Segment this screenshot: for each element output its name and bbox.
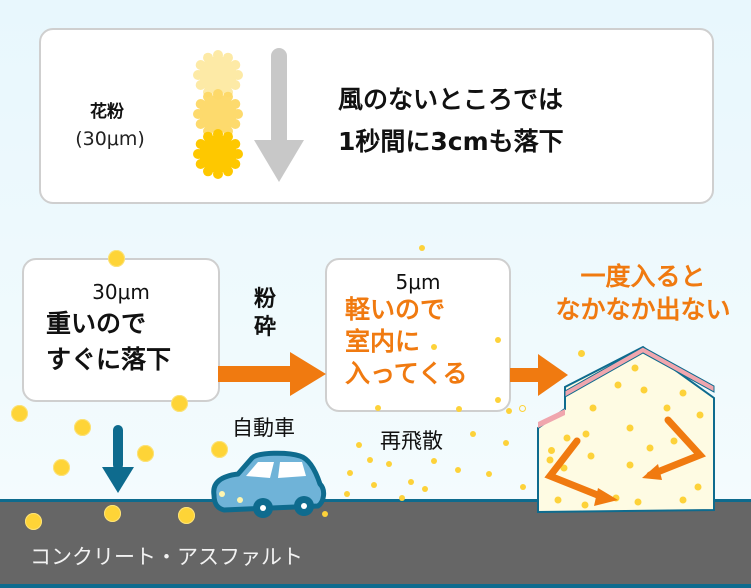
pollen-dot xyxy=(419,245,425,251)
pollen-dot xyxy=(178,507,195,524)
crush-label: 粉 砕 xyxy=(254,286,284,342)
pollen-dot xyxy=(455,467,461,473)
pollen-dot xyxy=(495,337,501,343)
pollen-dot xyxy=(456,406,462,412)
pollen-dot xyxy=(104,505,121,522)
house-message: 一度入ると なかなか出ない xyxy=(528,260,751,326)
pollen-dot xyxy=(408,479,414,485)
pollen-dot xyxy=(367,457,373,463)
pollen-dot xyxy=(486,471,492,477)
heavy-pollen-card: 30μm 重いので すぐに落下 xyxy=(22,258,220,402)
car-icon xyxy=(211,450,327,518)
house-message-line-2: なかなか出ない xyxy=(555,295,731,324)
pollen-dot xyxy=(578,350,585,357)
light-line-3: 入ってくる xyxy=(345,359,468,388)
light-line-2: 室内に xyxy=(345,327,421,356)
pollen-dot xyxy=(211,441,228,458)
heavy-line-2: すぐに落下 xyxy=(46,345,172,374)
car-label: 自動車 xyxy=(232,416,295,440)
pollen-dot xyxy=(431,458,437,464)
house-message-line-1: 一度入ると xyxy=(580,262,706,291)
pollen-dot xyxy=(495,397,501,403)
house-icon xyxy=(537,345,715,514)
message-line-1: 風のないところでは xyxy=(338,85,564,114)
pollen-dot xyxy=(399,495,405,501)
pollen-dot xyxy=(503,440,509,446)
crush-char-2: 砕 xyxy=(254,315,277,340)
pollen-dot xyxy=(548,447,555,454)
enter-house-arrow-icon xyxy=(510,354,568,396)
light-pollen-size: 5μm xyxy=(395,270,441,294)
light-line-1: 軽いので xyxy=(345,295,446,324)
falling-pollen-icon xyxy=(193,48,304,182)
message-line-2: 1秒間に3cmも落下 xyxy=(338,127,564,156)
pollen-dot xyxy=(322,511,328,517)
light-pollen-card: 5μm 軽いので 室内に 入ってくる xyxy=(325,258,511,412)
pollen-dot xyxy=(375,405,381,411)
pollen-dot xyxy=(371,482,377,488)
pollen-dot xyxy=(137,445,154,462)
heavy-line-1: 重いので xyxy=(46,309,147,338)
pollen-dot xyxy=(356,442,362,448)
pollen-dot xyxy=(520,484,526,490)
fall-down-arrow-icon xyxy=(102,425,134,493)
top-info-panel xyxy=(39,28,714,204)
crush-char-1: 粉 xyxy=(254,287,277,312)
pollen-dot xyxy=(470,431,476,437)
pollen-dot xyxy=(431,344,437,350)
rescatter-label: 再飛散 xyxy=(380,429,443,453)
pollen-dot xyxy=(53,459,70,476)
pollen-dot xyxy=(347,470,353,476)
ground-label: コンクリート・アスファルト xyxy=(30,545,303,569)
pollen-dot xyxy=(506,408,512,414)
ground-concrete-asphalt xyxy=(0,499,751,588)
pollen-dot xyxy=(25,513,42,530)
pollen-dot xyxy=(171,395,188,412)
heavy-pollen-size: 30μm xyxy=(92,280,150,304)
crush-arrow-icon xyxy=(218,352,326,396)
pollen-dot xyxy=(422,486,428,492)
pollen-dot xyxy=(74,419,91,436)
pollen-label: 花粉 xyxy=(90,102,124,122)
pollen-dot xyxy=(11,405,28,422)
pollen-size: (30μm) xyxy=(75,128,145,150)
pollen-dot xyxy=(386,461,392,467)
pollen-dot xyxy=(108,250,125,267)
pollen-dot xyxy=(344,491,350,497)
pollen-dot xyxy=(519,405,526,412)
falling-speed-message: 風のないところでは 1秒間に3cmも落下 xyxy=(338,79,564,163)
